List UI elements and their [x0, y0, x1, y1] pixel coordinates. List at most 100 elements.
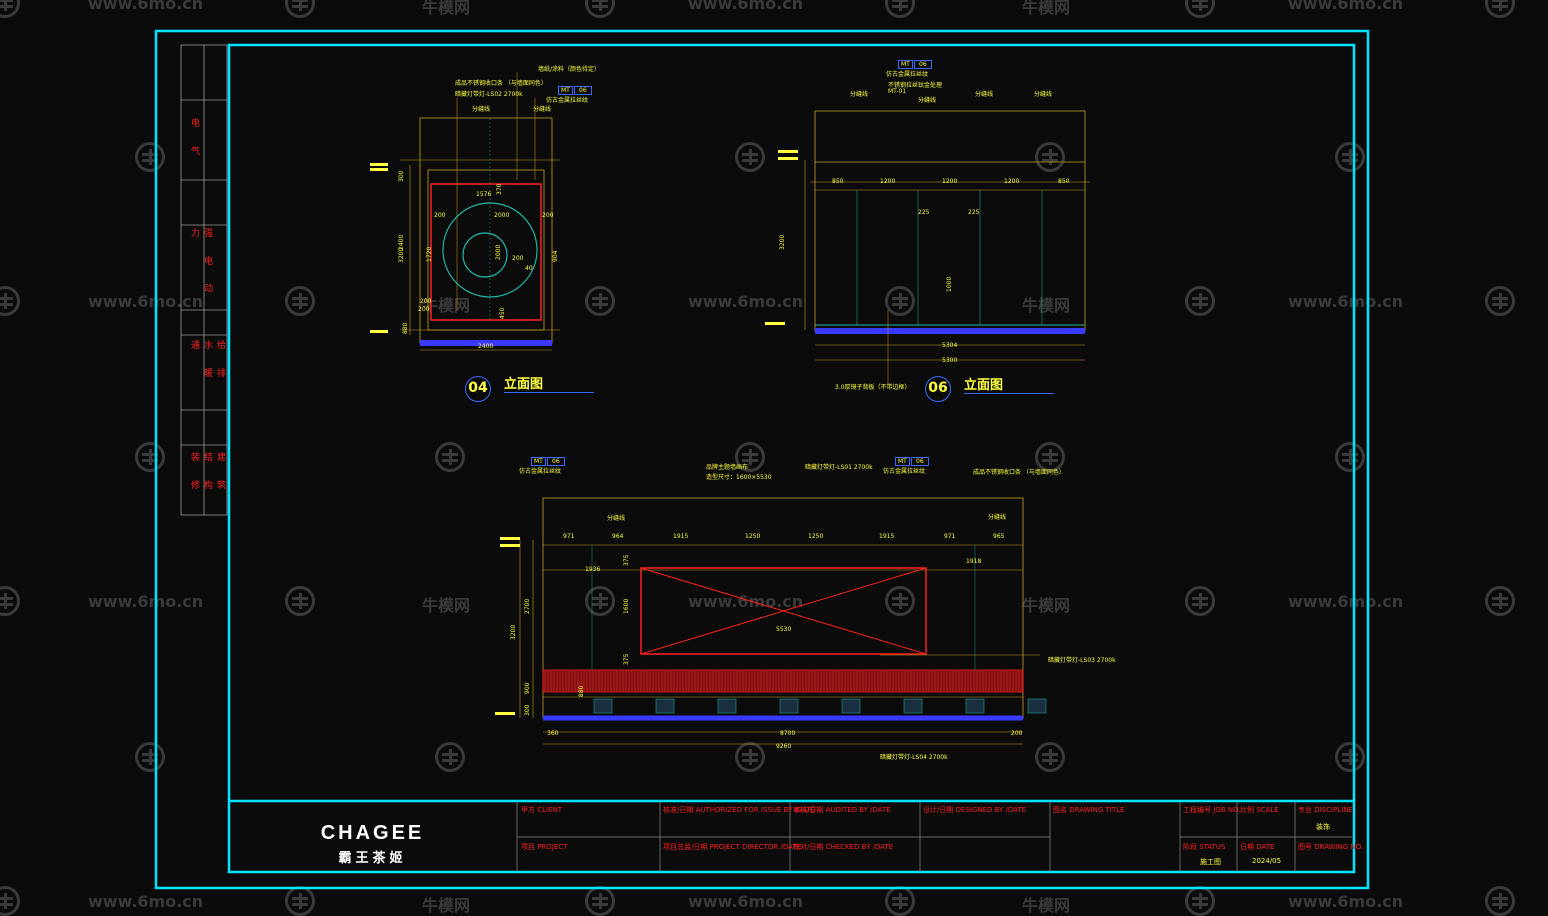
annotation-text: 5300 — [942, 357, 958, 364]
watermark-icon — [885, 286, 915, 316]
dimension: 1915 — [673, 533, 689, 540]
outer-frame — [154, 29, 1370, 890]
annotation-text: 200 — [1011, 730, 1023, 737]
elevation-06 — [765, 110, 1090, 385]
annotation-text: 375 — [623, 554, 630, 566]
note: MT-01 — [888, 88, 907, 95]
watermark-icon — [0, 586, 20, 616]
annotation-text: 450 — [499, 307, 506, 319]
watermark-site: www.6mo.cn — [88, 592, 204, 611]
inner-frame — [227, 43, 1356, 874]
annotation-text: 2000 — [495, 244, 502, 260]
annotation-text: 2400 — [478, 343, 494, 350]
annotation-text: 3200 — [510, 624, 517, 640]
note: 分缝线 — [918, 97, 937, 104]
material-tag-desc: 仿古金属拉丝纹 — [519, 468, 562, 475]
tb-designed: 设计/日期 DESIGNED BY /DATE — [923, 806, 1027, 814]
annotation-text: 370 — [496, 183, 503, 195]
note: 3.0厚镜子背板（不带边框） — [835, 384, 911, 391]
tb-discipline-value: 装饰 — [1316, 823, 1330, 831]
material-tag-number: 06 — [574, 86, 592, 95]
strip-label-electrical: 电 气 — [189, 118, 199, 163]
watermark-icon — [735, 142, 765, 172]
watermark-icon — [1035, 142, 1065, 172]
watermark-icon — [285, 286, 315, 316]
dimension: 1250 — [745, 533, 761, 540]
annotation-text: 3200 — [779, 234, 786, 250]
annotation-text: 200 — [542, 212, 554, 219]
note: 分缝线 — [472, 106, 491, 113]
tb-status-value: 施工图 — [1200, 858, 1221, 866]
watermark-site: www.6mo.cn — [1288, 892, 1404, 911]
material-tag-code: MT — [895, 457, 910, 466]
elevation-main — [495, 497, 1047, 745]
watermark-brand: 牛模网 — [1022, 0, 1071, 17]
brand-name-en: CHAGEE — [320, 822, 425, 844]
watermark-site: www.6mo.cn — [1288, 0, 1404, 13]
watermark-icon — [885, 0, 915, 18]
dimension: 1250 — [808, 533, 824, 540]
annotation-text: 1576 — [476, 191, 492, 198]
plinth-block — [655, 698, 675, 714]
tb-project: 项目 PROJECT — [521, 843, 568, 851]
watermark-icon — [1335, 742, 1365, 772]
plinth-block — [965, 698, 985, 714]
annotation-text: 1000 — [946, 276, 953, 292]
watermark-icon — [1035, 742, 1065, 772]
watermark-icon — [585, 586, 615, 616]
watermark-icon — [435, 742, 465, 772]
note: 暗藏灯带灯-LS02 2700k — [455, 91, 523, 98]
material-tag-number: 06 — [911, 457, 929, 466]
material-tag-code: MT — [898, 60, 913, 69]
tb-date: 日期 DATE — [1240, 843, 1275, 851]
note: 品牌主题墙画布 — [706, 464, 749, 471]
elevation-06-title: 立面图 — [964, 374, 1054, 394]
callout-06: 06 — [925, 376, 951, 402]
annotation-text: 880 — [402, 322, 409, 334]
strip-label-structure: 建 筑 结 构 装 修 — [189, 452, 225, 497]
material-tag-code: MT — [558, 86, 573, 95]
annotation-text: 200 — [512, 255, 524, 262]
watermark-site: www.6mo.cn — [1288, 592, 1404, 611]
plinth-block — [1027, 698, 1047, 714]
annotation-text: 225 — [918, 209, 930, 216]
annotation-text: 360 — [547, 730, 559, 737]
strip-label-plumbing: 给 排 水 暖 通 — [189, 340, 225, 385]
dimension: 1200 — [1004, 178, 1020, 185]
tb-drawing-title: 图名 DRAWING TITLE — [1053, 806, 1125, 814]
tb-auditor: 审核/日期 AUDITED BY /DATE — [793, 806, 891, 814]
watermark-brand: 牛模网 — [422, 596, 471, 615]
watermark-icon — [1485, 286, 1515, 316]
annotation-text: 2400 — [398, 234, 405, 250]
dimension: 971 — [563, 533, 575, 540]
watermark-site: www.6mo.cn — [88, 0, 204, 13]
watermark-brand: 牛模网 — [422, 0, 471, 17]
plinth-block — [593, 698, 613, 714]
watermark-brand: 牛模网 — [1022, 296, 1071, 315]
note: 墙纸/涂料（颜色待定） — [538, 66, 601, 73]
note: 分缝线 — [607, 515, 626, 522]
watermark-icon — [735, 742, 765, 772]
watermark-icon — [135, 142, 165, 172]
plinth-block — [903, 698, 923, 714]
watermark-brand: 牛模网 — [1022, 596, 1071, 615]
plinth-block — [779, 698, 799, 714]
material-tag-desc: 仿古金属拉丝纹 — [886, 71, 929, 78]
material-tag-code: MT — [531, 457, 546, 466]
watermark-icon — [135, 442, 165, 472]
tb-discipline: 专业 DISCIPLINE — [1298, 806, 1353, 814]
dimension: 971 — [944, 533, 956, 540]
annotation-text: 2700 — [524, 598, 531, 614]
watermark-icon — [1185, 0, 1215, 18]
watermark-site: www.6mo.cn — [688, 592, 804, 611]
annotation-text: 904 — [552, 250, 559, 262]
annotation-text: 5530 — [776, 626, 792, 633]
annotation-text: 9260 — [776, 743, 792, 750]
annotation-text: 1918 — [966, 558, 982, 565]
note: 分缝线 — [1034, 91, 1053, 98]
watermark-brand: 牛模网 — [422, 296, 471, 315]
annotation-text: 900 — [524, 682, 531, 694]
annotation-text: 880 — [578, 685, 585, 697]
dimension: 965 — [993, 533, 1005, 540]
